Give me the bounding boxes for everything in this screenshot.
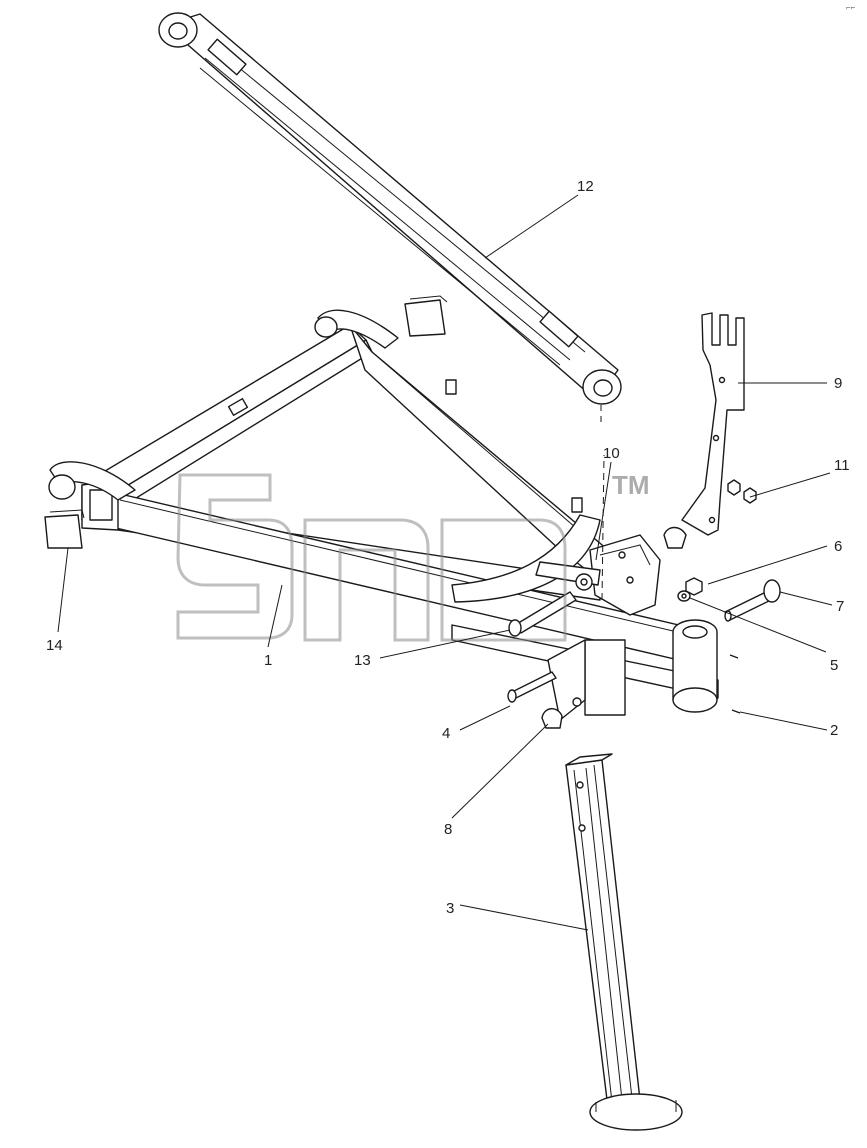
callout-6: 6: [834, 538, 842, 555]
part-8-clip: [541, 708, 563, 729]
part-13-long-pin: [508, 591, 577, 637]
callout-2: 2: [830, 722, 838, 739]
callout-5: 5: [830, 657, 838, 674]
part-14-end-caps: [44, 295, 448, 549]
part-3-jack-leg: [565, 753, 683, 1131]
part-5-6-7-pin-assembly: [677, 577, 781, 622]
part-10-jack-bracket: [535, 454, 661, 616]
part-2-pins: [729, 654, 741, 714]
part-12-upper-link: [158, 12, 622, 425]
callout-14: 14: [46, 637, 63, 654]
callout-8: 8: [444, 821, 452, 838]
callout-3: 3: [446, 900, 454, 917]
callout-10: 10: [603, 445, 620, 462]
watermark-logo: TM: [176, 470, 650, 642]
callout-13: 13: [354, 652, 371, 669]
callout-11: 11: [834, 457, 850, 474]
part-9-lever: [681, 312, 745, 536]
callout-1: 1: [264, 652, 272, 669]
part-1-a-frame: [48, 309, 719, 721]
corner-mark: ⌐⌐: [846, 3, 856, 12]
part-11-nuts: [663, 479, 757, 549]
callout-12: 12: [577, 178, 594, 195]
part-4-bolt: [507, 671, 557, 703]
trademark-symbol: TM: [612, 470, 650, 500]
callout-7: 7: [836, 598, 844, 615]
callout-4: 4: [442, 725, 450, 742]
callout-labels: 12 9 10 11 6 7 5 1 13 2 4 8 3 14: [46, 178, 850, 917]
leader-lines: [57, 194, 833, 931]
callout-9: 9: [834, 375, 842, 392]
